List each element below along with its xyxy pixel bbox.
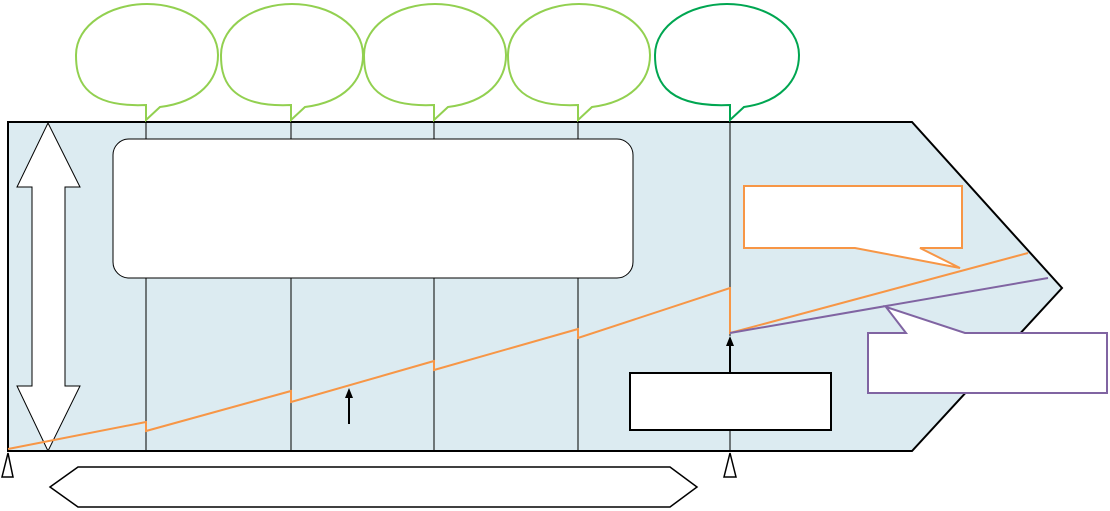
top-callout-4 xyxy=(506,2,652,123)
triangle-marker-icon xyxy=(1,452,14,478)
purple-callout xyxy=(867,305,1108,394)
connector-arrowhead-icon xyxy=(726,336,734,346)
top-callout-2 xyxy=(219,2,365,123)
top-callout-5 xyxy=(653,2,801,123)
orange-sawtooth-line xyxy=(7,252,1029,450)
top-callout-3 xyxy=(362,2,508,123)
triangle-marker-icon xyxy=(723,452,737,478)
double-arrow-icon xyxy=(16,121,81,453)
top-callout-1 xyxy=(74,2,220,123)
purple-line xyxy=(729,277,1049,334)
bottom-hexagon xyxy=(48,466,699,508)
up-arrowhead-icon xyxy=(345,388,353,398)
inner-label-box xyxy=(112,138,634,279)
orange-callout xyxy=(743,185,963,269)
small-label-box xyxy=(629,372,832,431)
